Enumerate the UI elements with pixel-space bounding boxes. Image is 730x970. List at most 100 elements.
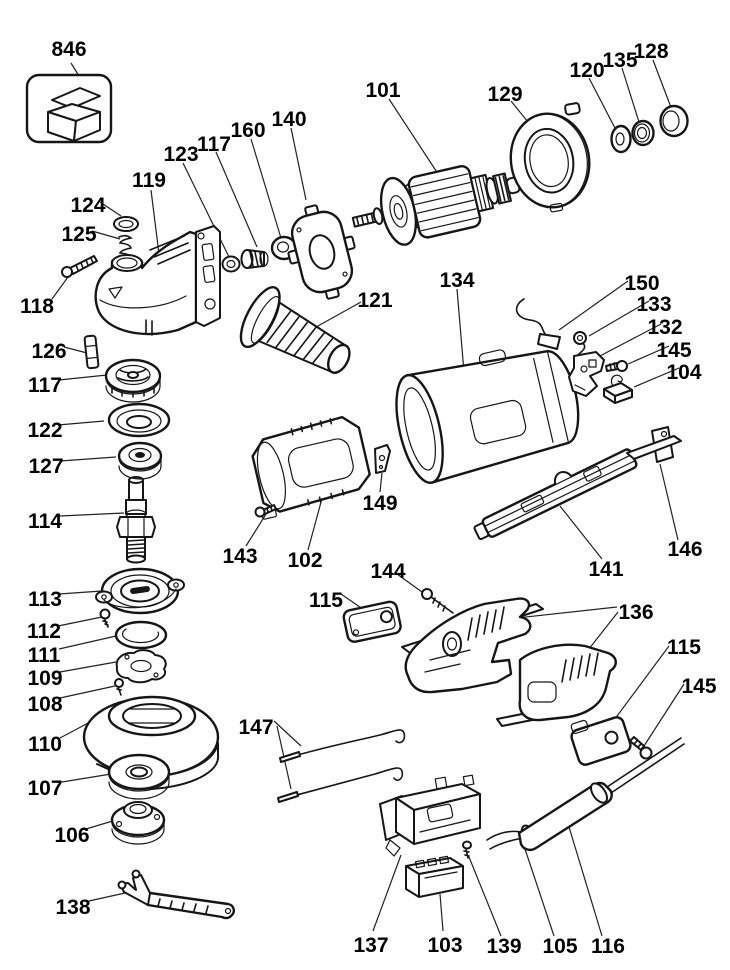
part-label-146: 146 — [667, 538, 702, 561]
part-label-137: 137 — [353, 934, 388, 957]
part-label-145-cover: 145 — [681, 675, 716, 698]
part-label-147: 147 — [238, 716, 273, 739]
part-label-115-right: 115 — [667, 636, 701, 659]
pinion-gear-117 — [240, 249, 269, 269]
part-label-115-left: 115 — [309, 589, 343, 612]
plate-screw-108 — [114, 678, 124, 696]
part-label-143: 143 — [222, 545, 257, 568]
part-label-126: 126 — [31, 340, 66, 363]
part-label-120: 120 — [569, 59, 604, 82]
part-label-128: 128 — [633, 40, 668, 63]
brush-holder-screw-145 — [605, 360, 628, 372]
inner-cover-129 — [509, 102, 591, 213]
bracket-149 — [374, 444, 391, 474]
part-label-110: 110 — [28, 733, 62, 756]
part-label-135: 135 — [602, 49, 637, 72]
handle-screw-144 — [421, 588, 454, 614]
part-label-112: 112 — [27, 620, 61, 643]
field-102 — [251, 415, 371, 520]
wheel-guard-110 — [82, 695, 220, 790]
part-label-127: 127 — [28, 455, 63, 478]
bearing-flange-113 — [95, 567, 185, 615]
part-label-139: 139 — [486, 935, 521, 958]
part-label-160: 160 — [230, 119, 265, 142]
baffle-plate-140 — [287, 204, 356, 300]
pin-126 — [83, 334, 100, 370]
lock-ring-111 — [114, 620, 168, 650]
lead-wire-150 — [515, 298, 561, 350]
lead-wires-147 — [277, 729, 406, 803]
brush-spring-133 — [573, 331, 587, 357]
motor-housing-134 — [395, 349, 580, 484]
part-label-846: 846 — [51, 38, 86, 61]
part-label-103: 103 — [427, 934, 462, 957]
part-label-104: 104 — [666, 361, 701, 384]
brush-holder-132 — [568, 351, 605, 397]
part-label-144: 144 — [370, 560, 405, 583]
cord-protector-116 — [517, 737, 685, 852]
part-label-106: 106 — [54, 824, 89, 847]
washer-120 — [610, 124, 632, 154]
part-label-117-top: 117 — [197, 133, 231, 156]
part-label-123: 123 — [163, 143, 198, 166]
switch-screw-139 — [462, 840, 472, 859]
part-label-141: 141 — [588, 558, 623, 581]
part-label-105: 105 — [542, 935, 577, 958]
switch-assembly-137 — [379, 774, 481, 857]
gasket-plate-109 — [115, 649, 167, 684]
part-label-122: 122 — [27, 419, 62, 442]
handle-shell-upper-136 — [401, 597, 544, 694]
carbon-brush-104 — [603, 374, 633, 404]
retainer-ring-128 — [659, 104, 689, 138]
part-label-117-left: 117 — [28, 374, 62, 397]
open-box-icon — [25, 73, 113, 144]
part-label-111: 111 — [28, 644, 61, 667]
part-label-116: 116 — [591, 935, 625, 958]
part-label-107: 107 — [27, 777, 62, 800]
part-label-108: 108 — [27, 693, 62, 716]
spindle-nut-123 — [221, 255, 241, 273]
flange-screw-112 — [99, 608, 111, 628]
part-label-149: 149 — [362, 492, 397, 515]
dished-washer-122 — [107, 402, 171, 438]
part-label-125: 125 — [61, 223, 96, 246]
backing-flange-107 — [107, 753, 171, 800]
part-label-114: 114 — [28, 510, 62, 533]
part-label-132: 132 — [647, 316, 682, 339]
clamp-nut-106 — [110, 801, 166, 845]
bevel-gear-117 — [104, 358, 162, 403]
part-label-136: 136 — [618, 601, 653, 624]
part-label-150: 150 — [624, 272, 659, 295]
part-label-133: 133 — [636, 293, 671, 316]
part-label-102: 102 — [287, 549, 322, 572]
part-label-119: 119 — [132, 169, 166, 192]
part-label-138: 138 — [55, 896, 90, 919]
switch-block-103 — [405, 855, 464, 898]
part-label-118: 118 — [20, 295, 54, 318]
part-labels: 846 101 129 120 135 128 140 160 117 123 … — [20, 38, 717, 958]
part-label-124: 124 — [70, 194, 105, 217]
part-label-121: 121 — [357, 289, 392, 312]
o-ring-124 — [113, 216, 139, 232]
housing-screw-118 — [61, 255, 98, 278]
field-screw-143 — [254, 504, 277, 518]
spanner-wrench-138 — [117, 869, 236, 920]
part-label-145-brush: 145 — [656, 339, 691, 362]
part-label-140: 140 — [271, 108, 306, 131]
bracket-146 — [626, 426, 682, 463]
part-label-101: 101 — [365, 79, 400, 102]
cover-screw-145 — [629, 736, 653, 760]
armature-101 — [351, 164, 521, 246]
cover-plate-115-left — [342, 600, 402, 643]
handle-shell-lower-136 — [496, 643, 617, 727]
part-label-129: 129 — [487, 83, 522, 106]
bearing-135 — [631, 119, 655, 147]
side-handle-121 — [239, 286, 351, 374]
cover-plate-115-right — [570, 716, 632, 766]
part-label-134: 134 — [439, 269, 474, 292]
part-label-113: 113 — [28, 588, 62, 611]
gear-housing-119 — [94, 225, 221, 336]
part-label-109: 109 — [27, 667, 62, 690]
